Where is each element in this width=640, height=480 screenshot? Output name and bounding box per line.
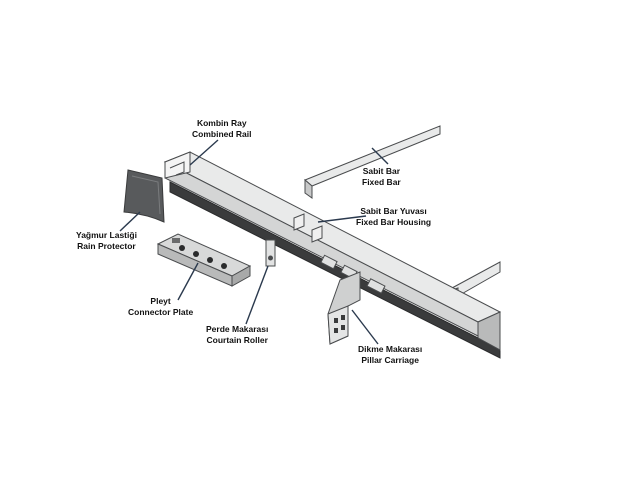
- label-fixed-bar-housing-tr: Sabit Bar Yuvası: [360, 206, 427, 216]
- label-rain-protector-en: Rain Protector: [77, 241, 136, 251]
- label-fixed-bar-housing-en: Fixed Bar Housing: [356, 217, 432, 227]
- label-combined-rail: Kombin Ray Combined Rail: [192, 118, 252, 140]
- rain-protector: [123, 169, 165, 223]
- label-fixed-bar-en: Fixed Bar: [362, 177, 401, 187]
- fixed-bar: [304, 125, 441, 199]
- label-combined-rail-en: Combined Rail: [192, 129, 252, 139]
- label-fixed-bar-housing: Sabit Bar Yuvası Fixed Bar Housing: [356, 206, 431, 228]
- label-rain-protector-tr: Yağmur Lastiği: [76, 230, 137, 240]
- label-connector-plate-tr: Pleyt: [150, 296, 171, 306]
- label-curtain-roller-en: Courtain Roller: [206, 335, 268, 345]
- label-pillar-carriage-tr: Dikme Makarası: [358, 344, 423, 354]
- label-fixed-bar-tr: Sabit Bar: [362, 166, 401, 176]
- label-pillar-carriage: Dikme Makarası Pillar Carriage: [358, 344, 422, 366]
- label-curtain-roller-tr: Perde Makarası: [206, 324, 269, 334]
- label-combined-rail-tr: Kombin Ray: [196, 118, 247, 128]
- pillar-carriage: [327, 271, 361, 345]
- label-connector-plate-en: Connector Plate: [128, 307, 194, 317]
- fixed-bar-housing: [293, 213, 323, 243]
- leader-lines: [119, 139, 389, 345]
- label-pillar-carriage-en: Pillar Carriage: [361, 355, 419, 365]
- combined-rail: [163, 151, 502, 359]
- curtain-roller: [265, 239, 276, 267]
- label-rain-protector: Yağmur Lastiği Rain Protector: [76, 230, 137, 252]
- connector-plate: [156, 233, 252, 287]
- label-curtain-roller: Perde Makarası Courtain Roller: [206, 324, 268, 346]
- label-fixed-bar: Sabit Bar Fixed Bar: [362, 166, 401, 188]
- label-connector-plate: Pleyt Connector Plate: [128, 296, 193, 318]
